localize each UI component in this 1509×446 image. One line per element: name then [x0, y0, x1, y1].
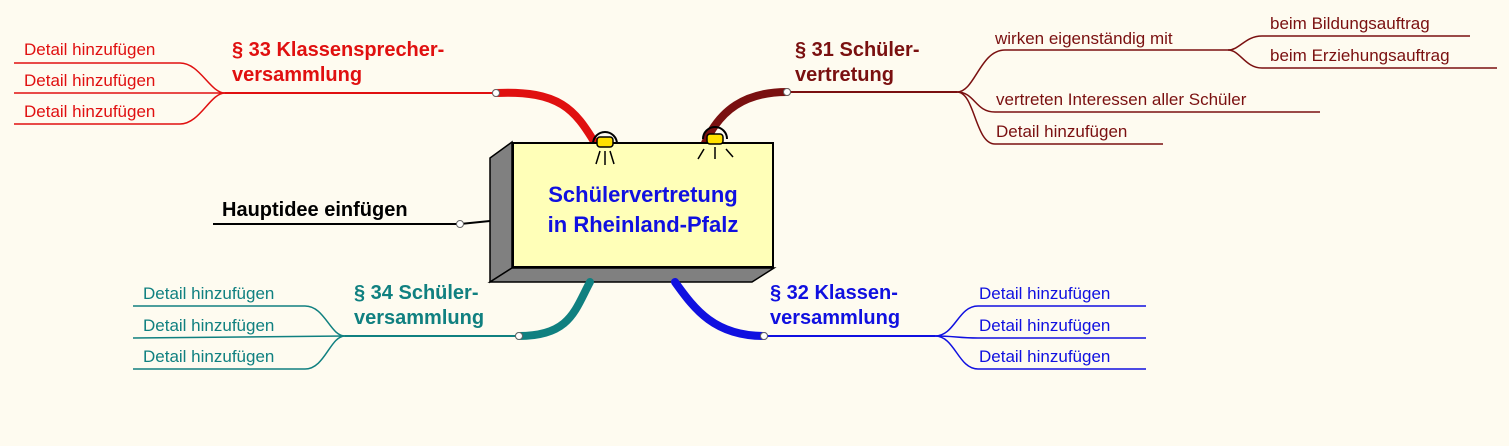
center-topic-title[interactable]: Schülervertretung in Rheinland-Pfalz: [512, 180, 774, 240]
s31-subtopic[interactable]: vertreten Interessen aller Schüler: [996, 90, 1247, 109]
s32-detail[interactable]: Detail hinzufügen: [979, 347, 1111, 366]
s33-detail[interactable]: Detail hinzufügen: [24, 102, 156, 121]
s32-title-line: § 32 Klassen-: [770, 282, 898, 304]
s31-sub-connector: [956, 49, 1228, 93]
s31-sub-connector: [956, 91, 1163, 145]
s33-topic[interactable]: § 33 Klassensprecher- versammlung: [232, 38, 444, 88]
s34-anchor-dot[interactable]: [515, 332, 523, 340]
hauptidee-topic[interactable]: Hauptidee einfügen: [222, 199, 408, 221]
center-topic-box[interactable]: [512, 142, 774, 268]
s33-detail-connector: [14, 62, 226, 94]
lightbulb-icon: [592, 131, 618, 165]
center-topic-line: Schülervertretung: [548, 182, 738, 207]
s33-detail[interactable]: Detail hinzufügen: [24, 40, 156, 59]
lightbulb-icon: [697, 126, 734, 160]
s31-subtopic[interactable]: wirken eigenständig mit: [995, 29, 1173, 48]
s32-detail[interactable]: Detail hinzufügen: [979, 284, 1111, 303]
s31-title-line: § 31 Schüler-: [795, 39, 920, 61]
s34-detail[interactable]: Detail hinzufügen: [143, 316, 275, 335]
s32-topic[interactable]: § 32 Klassen- versammlung: [770, 281, 900, 331]
s33-title-line: § 33 Klassensprecher-: [232, 39, 445, 61]
s34-topic[interactable]: § 34 Schüler- versammlung: [354, 281, 484, 331]
s34-detail-connector: [132, 335, 346, 339]
s33-title-line: versammlung: [232, 64, 363, 86]
s34-main-connector: [515, 278, 594, 340]
s33-detail-connector: [14, 92, 226, 125]
s31-main-connector: [701, 88, 791, 147]
s32-title-line: versammlung: [770, 307, 901, 329]
s32-detail-connector: [934, 335, 1146, 370]
s31-anchor-dot[interactable]: [783, 88, 791, 96]
s34-detail[interactable]: Detail hinzufügen: [143, 347, 275, 366]
s34-title-line: versammlung: [354, 307, 485, 329]
s34-detail-connector: [133, 305, 346, 337]
s34-detail-connector: [133, 335, 346, 370]
center-box-bottom: [487, 267, 777, 283]
center-topic-line: in Rheinland-Pfalz: [547, 212, 739, 237]
s33-main-connector: [492, 88, 599, 147]
s32-anchor-dot[interactable]: [760, 332, 768, 340]
s33-anchor-dot[interactable]: [492, 89, 500, 97]
s31-child-connector: [1227, 49, 1497, 69]
s33-detail[interactable]: Detail hinzufügen: [24, 71, 156, 90]
hauptidee-anchor-dot[interactable]: [456, 220, 464, 228]
s31-child[interactable]: beim Bildungsauftrag: [1270, 14, 1430, 33]
s34-detail[interactable]: Detail hinzufügen: [143, 284, 275, 303]
s31-subtopic[interactable]: Detail hinzufügen: [996, 122, 1128, 141]
s31-topic[interactable]: § 31 Schüler- vertretung: [795, 38, 920, 88]
s34-title-line: § 34 Schüler-: [354, 282, 479, 304]
center-box-side: [489, 140, 513, 284]
s32-detail-connector: [934, 335, 1146, 339]
s31-title-line: vertretung: [795, 64, 894, 86]
s31-child-connector: [1227, 35, 1470, 51]
s32-main-connector: [671, 278, 768, 340]
hauptidee-stub: [459, 220, 491, 225]
s32-detail-connector: [934, 305, 1146, 337]
s31-child[interactable]: beim Erziehungsauftrag: [1270, 46, 1450, 65]
s32-detail[interactable]: Detail hinzufügen: [979, 316, 1111, 335]
